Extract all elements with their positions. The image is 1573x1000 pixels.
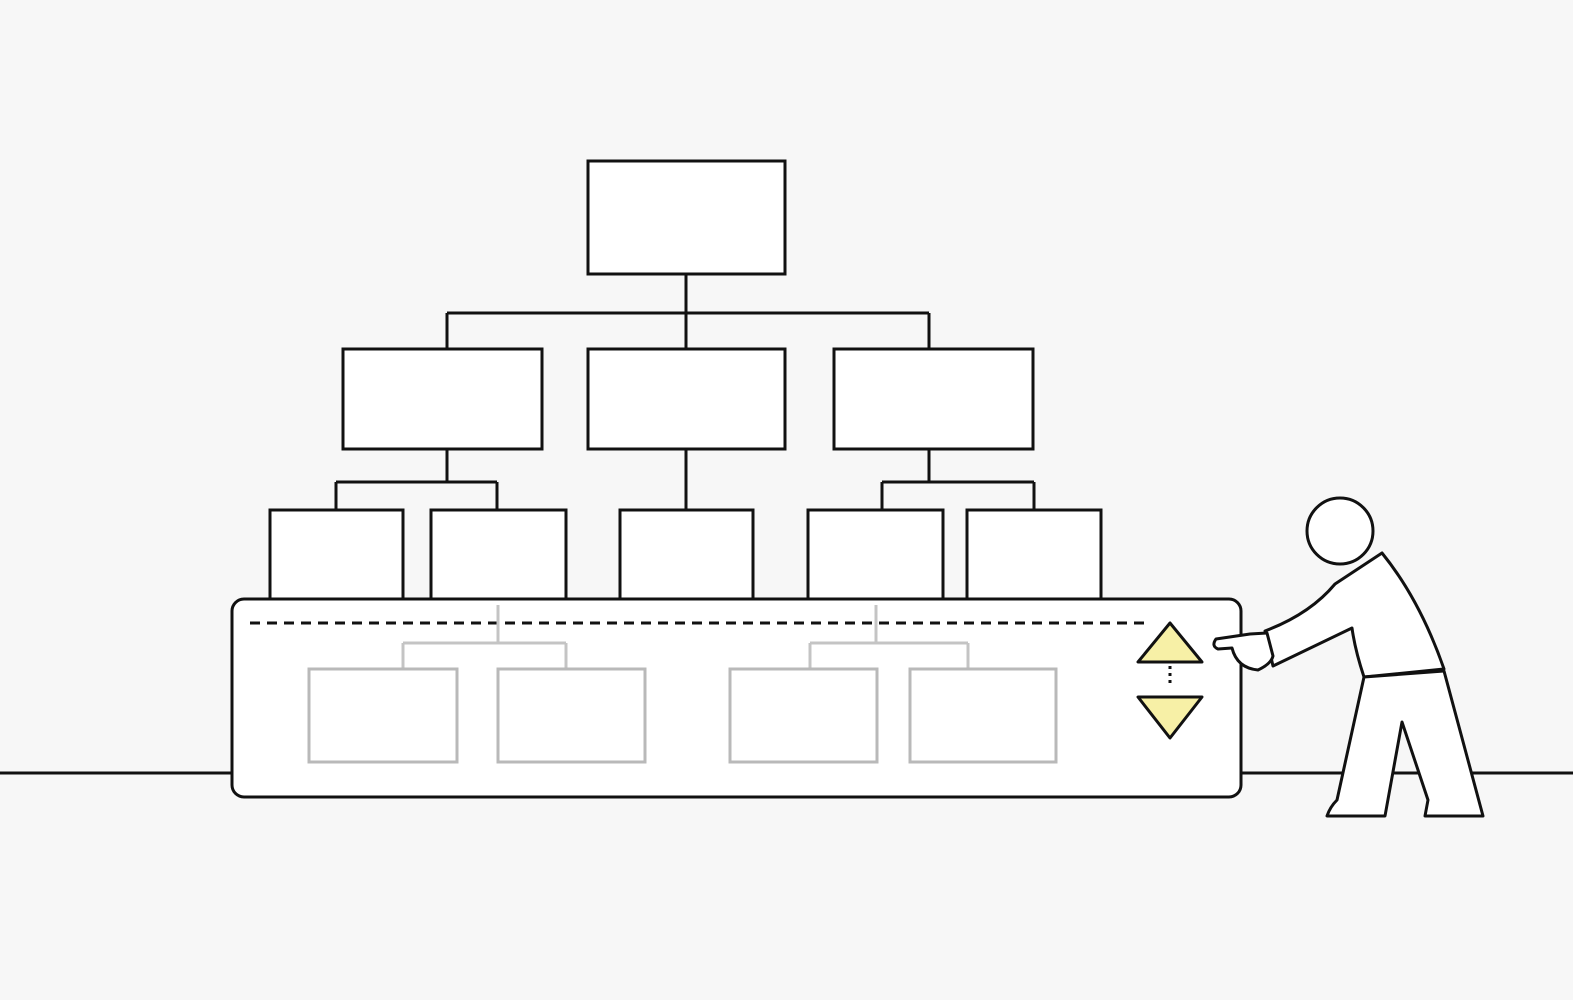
org-node-level2-right[interactable] xyxy=(832,347,1035,451)
person-figure xyxy=(1212,496,1485,818)
org-node-level2-left[interactable] xyxy=(341,347,544,451)
hidden-node-4 xyxy=(908,667,1058,764)
org-node-level3-4[interactable] xyxy=(806,508,945,604)
person-torso xyxy=(1263,551,1446,679)
org-node-level3-2[interactable] xyxy=(429,508,568,604)
expand-up-arrow-icon[interactable] xyxy=(1136,621,1204,664)
person-legs xyxy=(1325,669,1485,818)
connectors-middle xyxy=(334,449,1036,510)
person-head xyxy=(1305,496,1375,566)
org-node-root[interactable] xyxy=(586,159,787,276)
collapse-down-arrow-icon[interactable] xyxy=(1136,695,1204,740)
org-node-level2-center[interactable] xyxy=(586,347,787,451)
person-hand xyxy=(1212,631,1275,672)
connectors-top xyxy=(445,274,931,349)
hidden-node-1 xyxy=(307,667,459,764)
hidden-node-3 xyxy=(728,667,879,764)
org-node-level3-1[interactable] xyxy=(268,508,405,604)
org-node-level3-3[interactable] xyxy=(618,508,755,604)
org-node-level3-5[interactable] xyxy=(965,508,1103,604)
hidden-node-2 xyxy=(496,667,647,764)
hidden-level-connectors xyxy=(401,605,970,669)
